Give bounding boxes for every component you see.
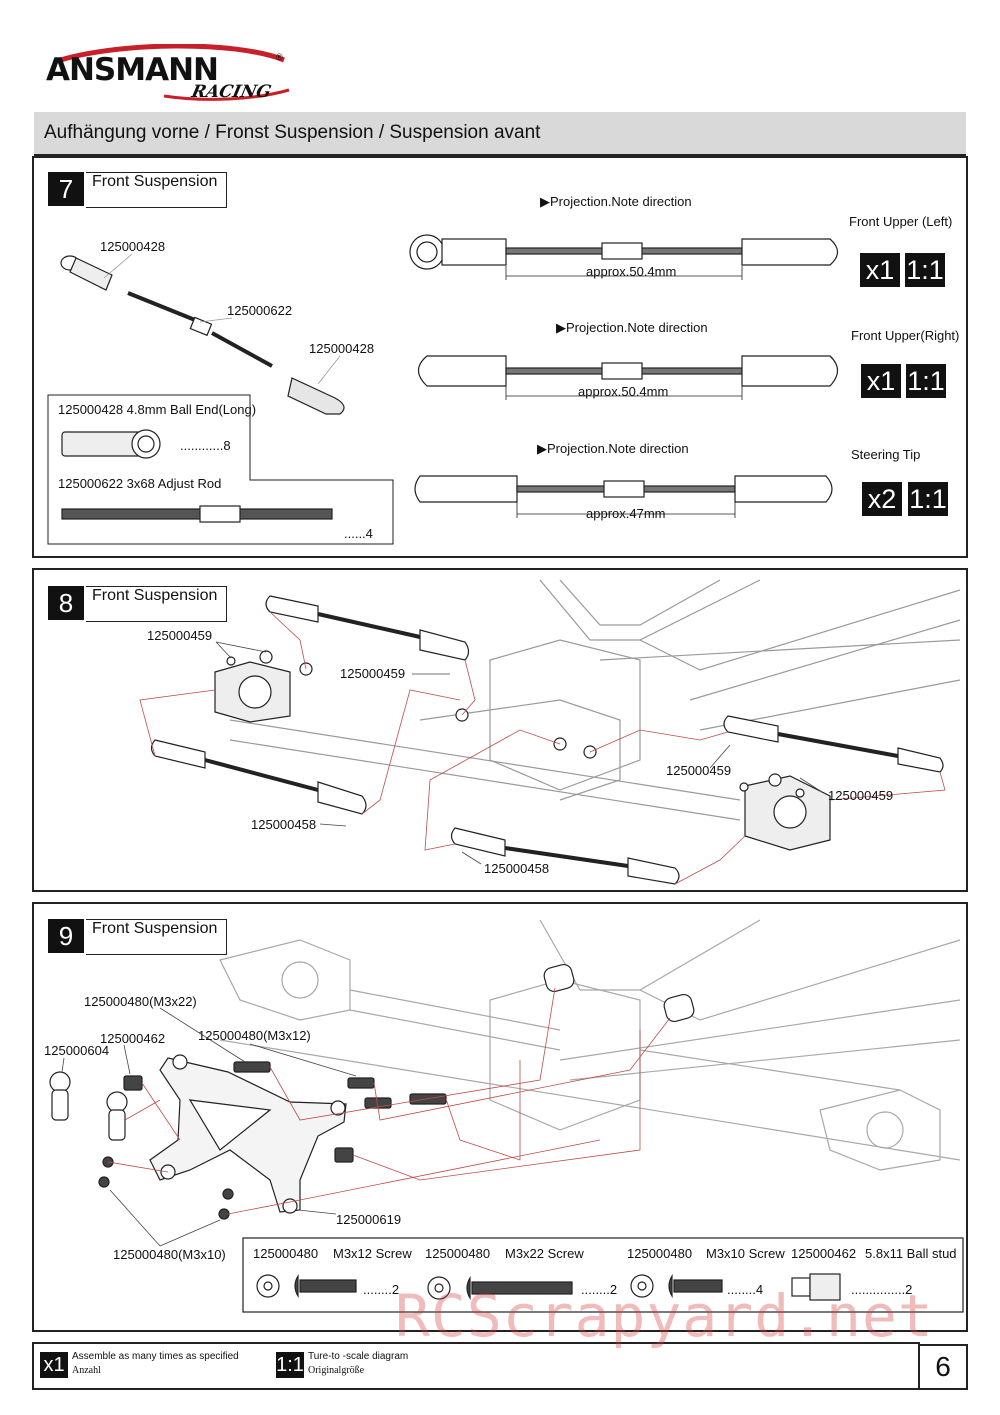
step-9-callout: 125000480(M3x22)	[84, 994, 197, 1009]
step-9-title: Front Suspension	[86, 919, 227, 955]
rod-1-qty-badge: x1	[860, 253, 900, 287]
part-desc: M3x12 Screw	[333, 1246, 412, 1261]
step-7-number: 7	[48, 172, 84, 206]
rod-3-name: Steering Tip	[851, 447, 921, 462]
step-8-callout: 125000458	[484, 861, 550, 876]
step-8-title: Front Suspension	[86, 586, 227, 622]
legend-scale-text: Ture-to -scale diagram	[308, 1351, 409, 1362]
registered-mark: ®	[276, 52, 283, 62]
part-desc: 5.8x11 Ball stud	[865, 1246, 957, 1261]
part-qty: ........4	[727, 1282, 764, 1297]
brand-name: ANSMANN	[46, 52, 219, 88]
ball-end-label: 125000428 4.8mm Ball End(Long)	[58, 402, 257, 417]
legend-qty-sub: Anzahl	[72, 1365, 101, 1376]
step-7-callout: 125000428	[309, 341, 375, 356]
step-8-callout: 125000459	[147, 628, 213, 643]
part-desc: M3x10 Screw	[706, 1246, 785, 1261]
rod-1-scale-badge: 1:1	[905, 253, 945, 287]
rod-1-name: Front Upper (Left)	[849, 214, 953, 229]
part-qty: ........2	[363, 1282, 400, 1297]
part-qty: ........2	[581, 1282, 618, 1297]
step-8-callout: 125000458	[251, 817, 317, 832]
step-9-callout: 125000480(M3x10)	[113, 1247, 226, 1262]
rod-1-note: ▶Projection.Note direction	[540, 194, 692, 209]
rod-3-scale-badge: 1:1	[908, 482, 948, 516]
step-8-callout: 125000459	[828, 788, 894, 803]
legend-qty-text: Assemble as many times as specified	[72, 1351, 239, 1362]
part-qty: ...............2	[851, 1282, 913, 1297]
ball-end-qty: ............8	[180, 438, 231, 453]
ansmann-logo: ANSMANN ® RACING	[44, 44, 294, 104]
step-9-callout: 125000462	[100, 1031, 166, 1046]
step-8-callout: 125000459	[666, 763, 732, 778]
rod-1-length: approx.50.4mm	[586, 264, 677, 279]
step-7-callout: 125000622	[227, 303, 293, 318]
rod-2-length: approx.50.4mm	[578, 384, 669, 399]
legend-scale-badge: 1:1	[276, 1352, 304, 1378]
step-7-callout: 125000428	[100, 239, 166, 254]
rod-3-length: approx.47mm	[586, 506, 666, 521]
rod-2-scale-badge: 1:1	[906, 364, 946, 398]
rod-3-qty-badge: x2	[862, 482, 902, 516]
step-9-callout: 125000619	[336, 1212, 402, 1227]
page-number: 6	[918, 1344, 968, 1390]
legend-scale-sub: Originalgröße	[308, 1365, 365, 1376]
page-title-bar: Aufhängung vorne / Fronst Suspension / S…	[34, 112, 966, 156]
step-9-callout: 125000480(M3x12)	[198, 1028, 311, 1043]
step-7-title: Front Suspension	[86, 172, 227, 208]
page-title: Aufhängung vorne / Fronst Suspension / S…	[44, 122, 541, 143]
step-8-number: 8	[48, 586, 84, 620]
logo-swoosh-icon	[53, 44, 290, 101]
step-9-number: 9	[48, 919, 84, 953]
part-code: 125000480	[425, 1246, 491, 1261]
rod-3-note: ▶Projection.Note direction	[537, 441, 689, 456]
part-code: 125000480	[627, 1246, 693, 1261]
part-code: 125000480	[253, 1246, 319, 1261]
footer-legend	[32, 1342, 920, 1390]
rod-2-qty-badge: x1	[861, 364, 901, 398]
part-code: 125000462	[791, 1246, 857, 1261]
watermark: RCScrapyard.net	[395, 1282, 934, 1350]
step-9-parts-list: 125000480 M3x12 Screw ........2 12500048…	[243, 1238, 963, 1312]
step-8-callout: 125000459	[340, 666, 406, 681]
rod-2-note: ▶Projection.Note direction	[556, 320, 708, 335]
part-desc: M3x22 Screw	[505, 1246, 584, 1261]
adjust-rod-qty: ......4	[344, 526, 373, 541]
rod-2-name: Front Upper(Right)	[851, 328, 960, 343]
adjust-rod-label: 125000622 3x68 Adjust Rod	[58, 476, 222, 491]
step-9-callout: 125000604	[44, 1043, 110, 1058]
legend-qty-badge: x1	[40, 1352, 68, 1378]
